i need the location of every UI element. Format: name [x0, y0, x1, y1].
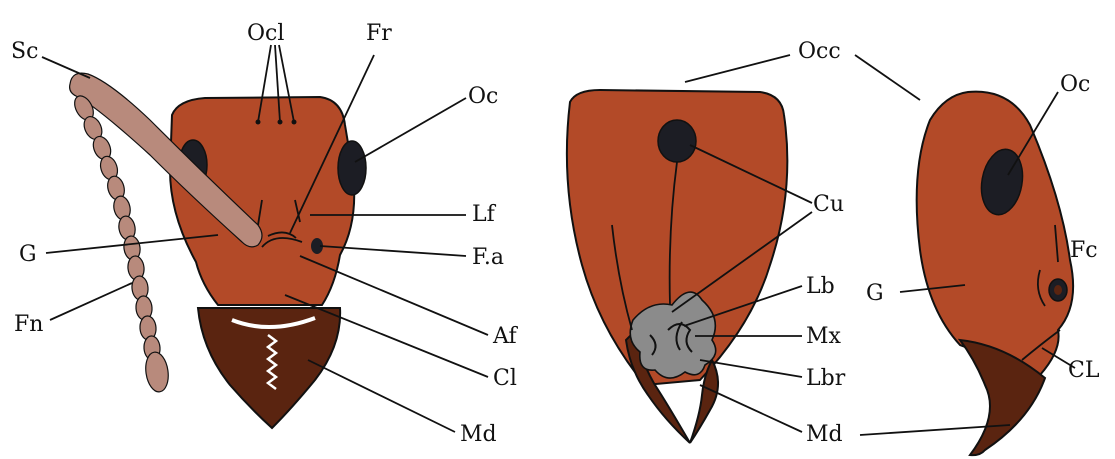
front-view	[70, 73, 366, 428]
label-fr: Fr	[366, 21, 392, 46]
side-antennal-socket-inner	[1054, 285, 1062, 295]
label-fc: Fc	[1070, 238, 1098, 263]
label-cu: Cu	[813, 192, 844, 217]
back-view	[567, 90, 787, 443]
leader-md-back	[700, 385, 802, 432]
side-view	[917, 92, 1073, 456]
label-ocl: Ocl	[247, 21, 284, 46]
label-occ: Occ	[798, 39, 841, 64]
label-md-back: Md	[806, 422, 843, 447]
label-cl-front: Cl	[493, 366, 517, 391]
label-lb: Lb	[806, 274, 835, 299]
label-lf: Lf	[472, 202, 497, 227]
leader-sc	[42, 57, 90, 78]
label-sc: Sc	[11, 39, 38, 64]
label-af: Af	[492, 324, 519, 349]
label-g-side: G	[866, 281, 884, 306]
back-occipital-foramen	[658, 120, 696, 162]
label-fn: Fn	[14, 312, 43, 337]
label-lbr: Lbr	[806, 366, 846, 391]
front-eye-right	[338, 141, 366, 195]
label-oc-side: Oc	[1060, 72, 1090, 97]
leader-occ-right	[855, 55, 920, 100]
label-oc-front: Oc	[468, 84, 498, 109]
leader-occ-left	[685, 55, 790, 82]
label-mx: Mx	[806, 324, 842, 349]
leader-oc-front	[355, 98, 466, 162]
side-head-capsule	[917, 92, 1073, 375]
leader-fn	[50, 283, 132, 320]
leader-md-front	[308, 360, 455, 432]
label-md-front: Md	[460, 422, 497, 447]
label-fa: F.a	[472, 245, 504, 270]
label-cl-side: CL	[1068, 358, 1100, 383]
label-g-front: G	[19, 242, 37, 267]
